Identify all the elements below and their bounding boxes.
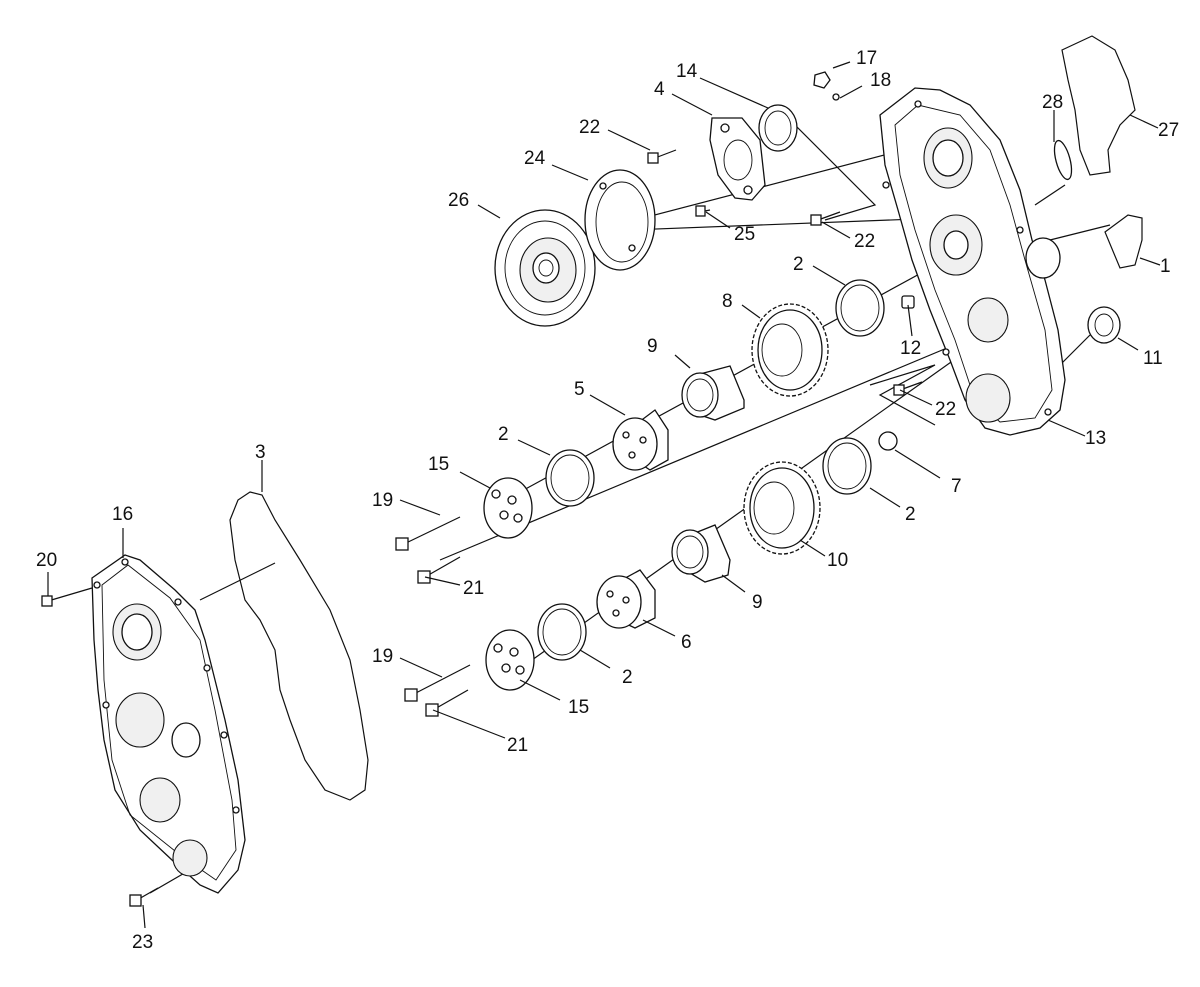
callout-12: 12	[900, 338, 921, 359]
callout-17: 17	[856, 48, 877, 69]
gasket-part-3	[229, 491, 369, 801]
bushing-part-9-lower	[671, 524, 731, 583]
callout-28: 28	[1042, 92, 1063, 113]
callout-18: 18	[870, 70, 891, 91]
callout-2: 2	[905, 504, 916, 525]
o-ring-part-2-lower	[537, 603, 587, 661]
o-ring-part-2-left	[545, 449, 595, 507]
gasket-part-1	[1104, 214, 1143, 269]
hub-part-6	[596, 569, 656, 629]
bolt-part-21-upper	[417, 556, 461, 584]
callout-22: 22	[935, 399, 956, 420]
callout-11: 11	[1143, 348, 1163, 369]
bolt-part-25	[695, 205, 711, 217]
callout-2: 2	[622, 667, 633, 688]
callout-15: 15	[428, 454, 449, 475]
bolt-part-23	[129, 887, 159, 907]
washer-part-15-upper	[483, 477, 533, 539]
callout-22: 22	[579, 117, 600, 138]
callout-24: 24	[524, 148, 546, 169]
o-ring-part-2-upper	[835, 279, 885, 337]
callout-15: 15	[568, 697, 589, 718]
bolt-part-22-upper	[647, 149, 677, 164]
callout-22: 22	[854, 231, 875, 252]
callout-14: 14	[676, 61, 698, 82]
callout-26: 26	[448, 190, 469, 211]
pin-part-18	[832, 93, 840, 101]
callout-25: 25	[734, 224, 755, 245]
callout-5: 5	[574, 379, 585, 400]
callout-2: 2	[793, 254, 804, 275]
bolt-part-22-lower	[893, 381, 923, 396]
bolt-part-19-upper	[395, 516, 461, 551]
callout-6: 6	[681, 632, 692, 653]
callout-9: 9	[647, 336, 658, 357]
bracket-part-4	[709, 117, 766, 201]
callout-1: 1	[1160, 256, 1171, 277]
callout-27: 27	[1158, 120, 1179, 141]
callout-3: 3	[255, 442, 266, 463]
o-ring-part-2-right	[822, 437, 872, 495]
callout-9: 9	[752, 592, 763, 613]
ring-part-28	[1053, 139, 1073, 181]
leader-lines	[47, 61, 1161, 929]
seal-part-11	[1087, 306, 1121, 344]
gasket-part-27	[1061, 35, 1136, 176]
bolt-part-20	[41, 587, 93, 607]
bolt-part-21-lower	[425, 689, 469, 717]
callout-16: 16	[112, 504, 133, 525]
rear-housing-part-13	[879, 87, 1066, 436]
gear-part-8	[751, 303, 829, 397]
bushing-part-9-upper	[681, 365, 745, 421]
callout-10: 10	[827, 550, 848, 571]
bushing-part-7	[878, 431, 898, 451]
callout-23: 23	[132, 932, 153, 953]
damper-pulley-part-26	[494, 209, 596, 327]
callout-21: 21	[507, 735, 528, 756]
callout-8: 8	[722, 291, 733, 312]
nut-part-17	[813, 71, 831, 89]
seal-part-14	[758, 104, 798, 152]
callout-labels: 1 2 2 2 2 3 4 5 6 7 8 9 9 10 11 12 13 14…	[36, 48, 1179, 953]
plate-part-24	[584, 169, 656, 271]
callout-7: 7	[951, 476, 962, 497]
callout-19: 19	[372, 646, 393, 667]
front-cover-part-16	[91, 554, 246, 894]
bolt-part-22-middle	[810, 211, 841, 226]
washer-part-15-lower	[485, 629, 535, 691]
callout-13: 13	[1085, 428, 1106, 449]
callout-20: 20	[36, 550, 57, 571]
callout-2: 2	[498, 424, 509, 445]
bolt-part-19-lower	[404, 664, 471, 702]
callout-19: 19	[372, 490, 393, 511]
callout-4: 4	[654, 79, 665, 100]
gear-part-10	[743, 461, 821, 555]
callout-21: 21	[463, 578, 484, 599]
hub-part-5	[612, 409, 669, 471]
